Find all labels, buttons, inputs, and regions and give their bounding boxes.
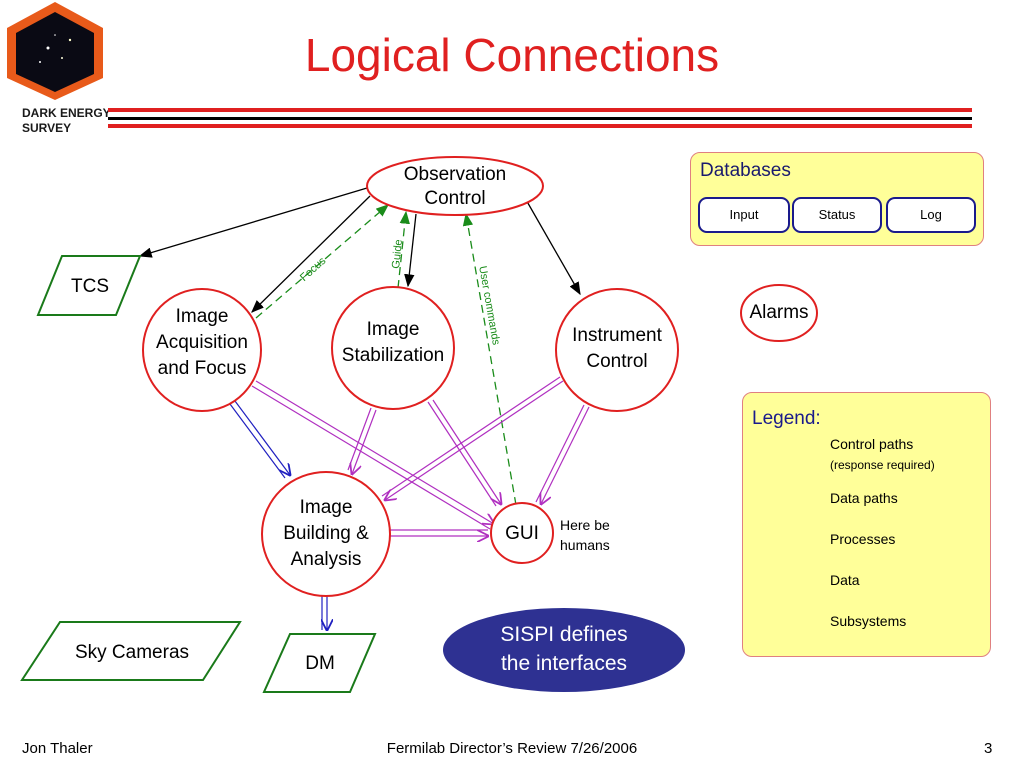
image-acquisition-shape — [142, 288, 262, 412]
footer-page-number: 3 — [984, 740, 993, 757]
gui-node: GUI — [505, 523, 539, 544]
sky-cameras-node: Sky Cameras — [74, 642, 190, 663]
here-be-humans-note: Here be humans — [560, 515, 610, 555]
header-rules — [108, 108, 972, 128]
alarms-shape — [740, 284, 818, 342]
tcs-shape — [36, 255, 142, 316]
data-path-inst-building — [381, 376, 564, 500]
dm-shape — [262, 633, 377, 693]
observation-control-node: Observation Control — [367, 163, 543, 211]
instrument-control-node: Instrument Control — [556, 323, 678, 375]
image-acquisition-label-2: Acquisition — [156, 332, 248, 353]
response-path-focus — [255, 204, 389, 319]
des-logo-hexagon — [7, 2, 103, 100]
des-logo-line-2: SURVEY — [22, 121, 72, 135]
image-building-node: Image Building & Analysis — [262, 495, 390, 573]
legend-subsystems-label: Subsystems — [830, 613, 907, 629]
observation-control-label-1: Observation — [403, 164, 507, 185]
data-path-building-dm — [322, 596, 327, 630]
sispi-callout-line-2: the interfaces — [500, 652, 628, 675]
data-path-stab-building — [347, 407, 377, 474]
des-logo — [0, 0, 110, 100]
data-path-inst-gui — [535, 404, 590, 504]
image-stabilization-node: Image Stabilization — [331, 317, 455, 369]
legend-response-required-label: (response required) — [830, 458, 935, 472]
legend-data-paths-label: Data paths — [830, 490, 898, 506]
tcs-node: TCS — [71, 276, 109, 297]
image-building-shape — [261, 471, 391, 597]
des-logo-line-1: DARK ENERGY — [22, 106, 111, 120]
instrument-control-label-1: Instrument — [572, 325, 662, 346]
database-status: Status — [792, 197, 882, 233]
control-path-oc-stab — [404, 213, 417, 288]
observation-control-label-2: Control — [424, 188, 486, 209]
data-path-building-gui — [390, 529, 488, 536]
observation-control-shape — [366, 156, 544, 216]
instrument-control-shape — [555, 288, 679, 412]
legend-control-paths-label: Control paths — [830, 436, 914, 452]
database-input: Input — [698, 197, 790, 233]
footer-author: Jon Thaler — [22, 740, 93, 757]
image-building-label-3: Analysis — [290, 549, 362, 570]
dm-node: DM — [305, 653, 335, 674]
sispi-callout-line-1: SISPI defines — [500, 623, 628, 646]
image-acquisition-label-3: and Focus — [157, 358, 247, 379]
database-log: Log — [886, 197, 976, 233]
here-be-humans-line-1: Here be — [560, 517, 610, 533]
control-path-oc-inst — [514, 185, 581, 296]
footer-event: Fermilab Director’s Review 7/26/2006 — [386, 740, 638, 757]
control-path-oc-tcs — [138, 179, 380, 258]
image-acquisition-node: Image Acquisition and Focus — [143, 304, 261, 382]
legend-title: Legend: — [752, 408, 821, 429]
image-building-label-1: Image — [299, 497, 353, 518]
des-logo-text: DARK ENERGY SURVEY — [22, 106, 111, 136]
alarms-node: Alarms — [749, 302, 809, 323]
sispi-callout: SISPI defines the interfaces — [443, 608, 685, 692]
control-path-oc-acq — [251, 195, 371, 313]
image-acquisition-label-1: Image — [175, 306, 229, 327]
data-path-acq-building — [229, 400, 290, 479]
slide-title: Logical Connections — [304, 29, 720, 81]
legend-data-label: Data — [830, 572, 860, 588]
sky-cameras-shape — [20, 621, 242, 681]
data-path-stab-gui — [427, 399, 501, 506]
data-path-acq-gui — [251, 380, 494, 530]
gui-shape — [490, 502, 554, 564]
image-building-label-2: Building & — [283, 523, 369, 544]
instrument-control-label-2: Control — [586, 351, 648, 372]
image-stabilization-label-1: Image — [366, 319, 420, 340]
response-path-user-commands — [462, 212, 517, 506]
image-stabilization-label-2: Stabilization — [341, 345, 445, 366]
legend-processes-label: Processes — [830, 531, 896, 547]
here-be-humans-line-2: humans — [560, 537, 610, 553]
legend-panel — [742, 392, 991, 657]
image-stabilization-shape — [331, 286, 455, 410]
databases-title: Databases — [700, 160, 791, 181]
